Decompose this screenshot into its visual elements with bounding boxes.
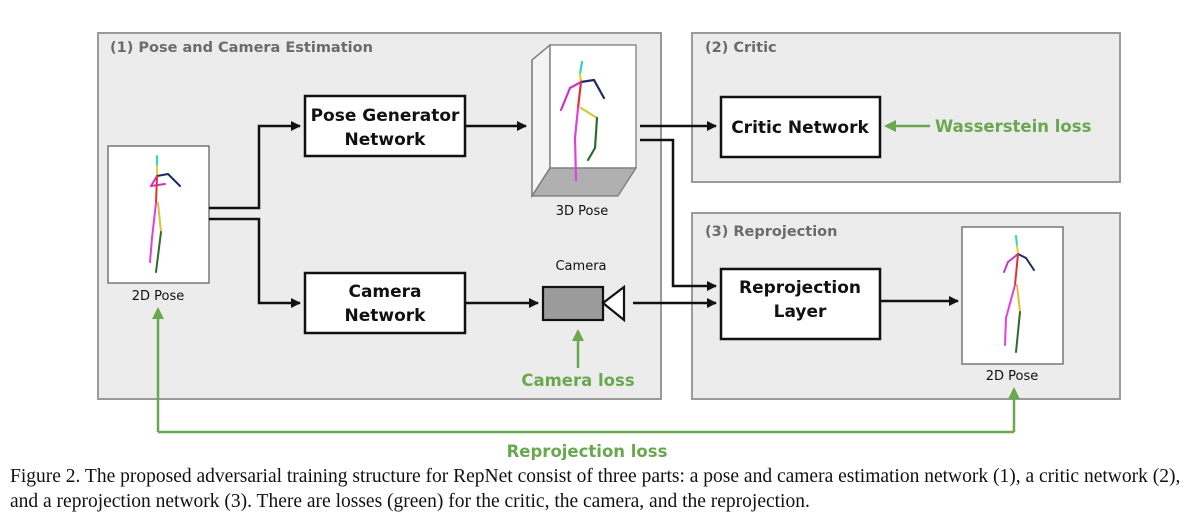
region-title-critic: (2) Critic xyxy=(705,40,777,56)
critic-network-label: Critic Network xyxy=(731,118,869,138)
critic-network-box xyxy=(719,95,882,159)
output-pose-panel xyxy=(961,226,1064,365)
reprojection-layer-box xyxy=(719,267,882,341)
diagram-canvas: (1) Pose and Camera Estimation (2) Criti… xyxy=(97,32,1121,460)
input-skeleton-icon xyxy=(149,155,181,273)
region-title-reprojection: (3) Reprojection xyxy=(705,224,837,240)
output-skeleton-icon xyxy=(1003,235,1035,353)
arrow-3d-pose-to-reprojection xyxy=(640,138,717,291)
wasserstein-loss-label: Wasserstein loss xyxy=(935,117,1092,136)
reprojection-loss-label: Reprojection loss xyxy=(507,442,668,460)
pose-generator-box xyxy=(303,94,467,158)
camera-network-label-line2: Network xyxy=(345,306,427,326)
region-title-pose-camera: (1) Pose and Camera Estimation xyxy=(110,40,373,56)
pose-generator-label-line1: Pose Generator xyxy=(311,106,460,126)
camera-loss-label: Camera loss xyxy=(521,371,634,390)
arrow-input-to-camera-network xyxy=(209,217,301,308)
camera-label: Camera xyxy=(555,259,606,274)
camera-network-box xyxy=(303,271,467,335)
video-camera-icon xyxy=(541,284,626,323)
arrow-input-to-pose-generator xyxy=(209,121,301,210)
reprojection-layer-label-line1: Reprojection xyxy=(739,278,861,298)
3d-pose-label: 3D Pose xyxy=(556,204,609,219)
input-pose-label: 2D Pose xyxy=(132,289,185,304)
pose-generator-label-line2: Network xyxy=(345,130,427,150)
3d-pose-cube xyxy=(530,43,638,199)
3d-skeleton-icon xyxy=(559,60,606,182)
figure-caption: Figure 2. The proposed adversarial train… xyxy=(10,466,1181,512)
output-pose-label: 2D Pose xyxy=(986,369,1039,384)
camera-network-label-line1: Camera xyxy=(348,282,421,302)
reprojection-layer-label-line2: Layer xyxy=(774,302,827,322)
